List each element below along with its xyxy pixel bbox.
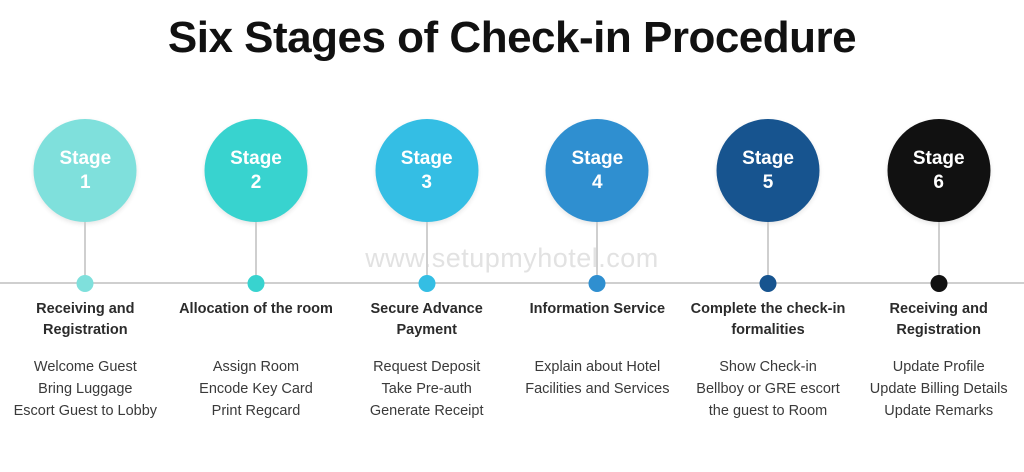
stage-badge-word: Stage	[742, 147, 794, 169]
stage-connector-line	[767, 222, 770, 283]
stage-details: Explain about Hotel Facilities and Servi…	[516, 357, 679, 401]
stage-heading: Secure Advance Payment	[370, 301, 483, 339]
stage-detail-line: Show Check-in	[719, 359, 817, 375]
page-title: Six Stages of Check-in Procedure	[167, 13, 857, 62]
stage-detail-line: Escort Guest to Lobby	[13, 402, 158, 419]
stage-connector-line	[937, 222, 940, 283]
stage-detail-line: Update Billing Details	[869, 380, 1008, 397]
stage-detail-line: Take Pre-auth	[381, 380, 472, 397]
stage-connector-line	[255, 222, 257, 283]
stage-detail-line: Request Deposit	[373, 359, 481, 375]
stage-connector-line	[84, 222, 87, 283]
timeline-node-dot[interactable]	[759, 275, 777, 292]
stage-badge-number: 6	[933, 171, 944, 193]
timeline-node-dot[interactable]	[247, 275, 265, 292]
stage-badge-number: 5	[762, 171, 774, 193]
stage-badge-number: 1	[80, 171, 91, 193]
timeline-axis	[0, 282, 1024, 284]
stage-badge-number: 2	[250, 171, 262, 193]
stage-detail-line: Print Regcard	[211, 402, 301, 419]
stage-heading: Complete the check-in formalities	[690, 301, 846, 339]
stage-connector-line	[596, 222, 599, 283]
stage-heading: Allocation of the room	[179, 301, 333, 317]
stage-detail-line: Update Profile	[892, 359, 985, 375]
stage-detail-line: Generate Receipt	[369, 402, 484, 419]
stage-detail-line: Bring Luggage	[38, 380, 133, 397]
stage-badge-word: Stage	[571, 147, 624, 169]
stage-heading: Information Service	[529, 301, 666, 317]
stage-badge-word: Stage	[912, 147, 965, 169]
stage-heading: Receiving and Registration	[36, 301, 135, 339]
stage-badge-word: Stage	[400, 147, 453, 169]
stage-connector-line	[425, 222, 428, 283]
stage-detail-line: Explain about Hotel Facilities and Servi…	[525, 359, 670, 397]
stage-detail-line: Assign Room	[212, 359, 300, 375]
stage-detail-line: Bellboy or GRE escort the guest to Room	[696, 380, 840, 419]
stage-detail-line: Encode Key Card	[199, 380, 313, 397]
timeline-node-dot[interactable]	[418, 275, 436, 292]
stage-badge-number: 4	[592, 171, 603, 193]
stage-detail-line: Update Remarks	[884, 402, 994, 419]
stage-badge-number: 3	[421, 171, 432, 193]
stage-badge-word: Stage	[59, 147, 112, 169]
timeline-node-dot[interactable]	[588, 275, 606, 292]
timeline-node-dot[interactable]	[930, 275, 948, 292]
stage-heading: Receiving and Registration	[889, 301, 988, 339]
timeline-node-dot[interactable]	[76, 275, 94, 292]
stage-badge-word: Stage	[230, 147, 282, 169]
stage-detail-line: Welcome Guest	[33, 359, 137, 375]
